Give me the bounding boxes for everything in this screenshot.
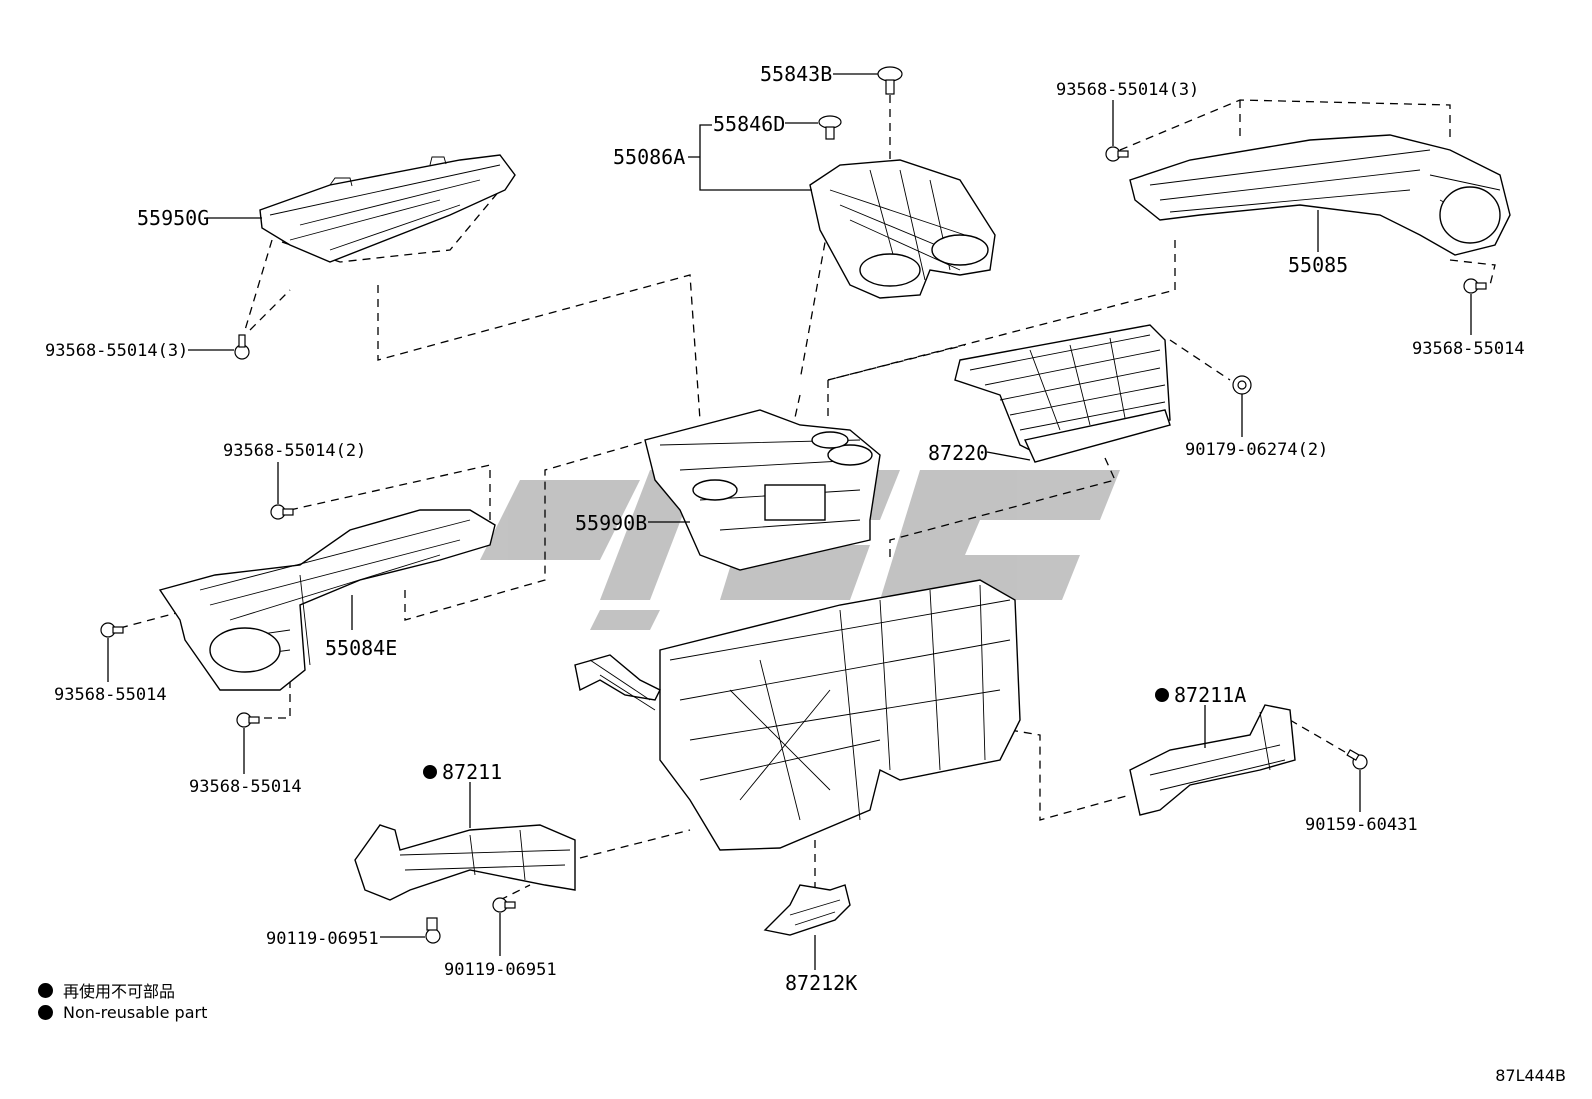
label-93568-55014-3-left: 93568-55014(3) xyxy=(45,341,188,361)
label-93568-55014-2: 93568-55014(2) xyxy=(223,441,366,461)
part-87212K-bracket xyxy=(763,884,851,936)
clip-55846D-icon xyxy=(818,115,842,140)
bolt-icon xyxy=(492,897,516,913)
label-55846D: 55846D xyxy=(713,112,785,136)
bolt-icon xyxy=(1105,146,1129,162)
clip-55843B-icon xyxy=(877,66,903,95)
label-90119-06951-a: 90119-06951 xyxy=(266,929,379,949)
non-reusable-dot-icon xyxy=(38,1005,53,1020)
non-reusable-dot-icon xyxy=(1155,688,1169,702)
diagram-code: 87L444B xyxy=(1495,1066,1566,1085)
label-55084E: 55084E xyxy=(325,636,397,660)
label-93568-55014-b: 93568-55014 xyxy=(189,777,302,797)
part-55084E-duct xyxy=(158,509,496,691)
part-55950G-bracket xyxy=(259,154,516,263)
part-87211A-bracket xyxy=(1129,704,1296,816)
leader-lines xyxy=(107,73,1472,970)
bolt-icon xyxy=(100,622,124,638)
label-55843B: 55843B xyxy=(760,62,832,86)
non-reusable-dot-icon xyxy=(423,765,437,779)
legend-en: Non-reusable part xyxy=(38,1003,207,1022)
part-55086A-duct xyxy=(809,159,996,299)
bolt-icon xyxy=(234,334,250,360)
label-55086A: 55086A xyxy=(613,145,685,169)
label-87212K: 87212K xyxy=(785,971,857,995)
label-90179-06274-2: 90179-06274(2) xyxy=(1185,440,1328,460)
legend-jp-text: 再使用不可部品 xyxy=(63,982,176,1001)
label-55085: 55085 xyxy=(1288,253,1348,277)
bolt-icon xyxy=(1463,278,1487,294)
legend-jp: 再使用不可部品 xyxy=(38,978,175,1002)
part-labels: 55843B 55846D 55086A 55950G 93568-55014(… xyxy=(45,62,1525,995)
label-87211: 87211 xyxy=(442,760,502,784)
legend-en-text: Non-reusable part xyxy=(63,1003,208,1022)
bolt-icon xyxy=(1346,749,1368,770)
bolt-icon xyxy=(270,504,294,520)
label-55950G: 55950G xyxy=(137,206,209,230)
non-reusable-dot-icon xyxy=(38,982,53,998)
part-hvac-unit xyxy=(574,579,1021,851)
bolt-icon xyxy=(236,712,260,728)
label-87211A: 87211A xyxy=(1174,683,1246,707)
label-87220: 87220 xyxy=(928,441,988,465)
fasteners xyxy=(100,66,1487,944)
label-93568-55014-a: 93568-55014 xyxy=(54,685,167,705)
part-55990B-register xyxy=(644,409,881,571)
label-90159-60431: 90159-60431 xyxy=(1305,815,1418,835)
label-93568-55014-right: 93568-55014 xyxy=(1412,339,1525,359)
label-55990B: 55990B xyxy=(575,511,647,535)
part-87220-case xyxy=(954,324,1171,463)
bolt-icon xyxy=(425,917,441,944)
part-55085-duct xyxy=(1129,134,1511,256)
part-87211-bracket xyxy=(354,824,576,901)
nut-icon xyxy=(1232,375,1252,395)
label-93568-55014-3-right: 93568-55014(3) xyxy=(1056,80,1199,100)
label-90119-06951-b: 90119-06951 xyxy=(444,960,557,980)
